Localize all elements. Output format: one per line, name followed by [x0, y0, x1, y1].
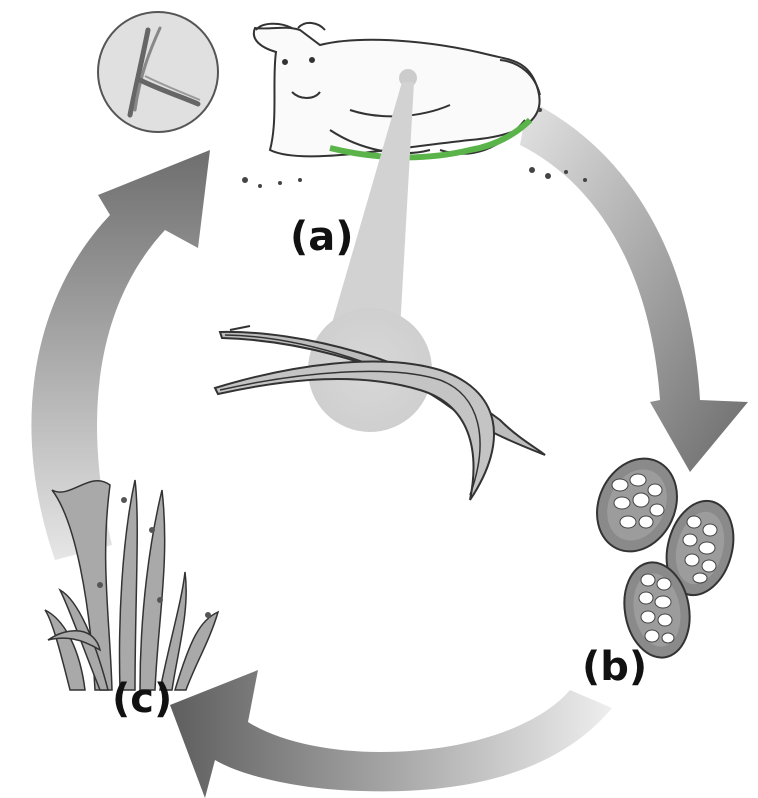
- eggs-cluster: [582, 445, 743, 662]
- larva-inset: [98, 12, 218, 132]
- stage-label-a: (a): [290, 214, 354, 260]
- grass-with-larvae: [45, 480, 218, 690]
- stage-label-b: (b): [582, 644, 647, 690]
- arrow-b-to-c: [170, 670, 612, 798]
- arrow-a-to-b: [520, 100, 748, 472]
- stage-label-c: (c): [112, 676, 172, 722]
